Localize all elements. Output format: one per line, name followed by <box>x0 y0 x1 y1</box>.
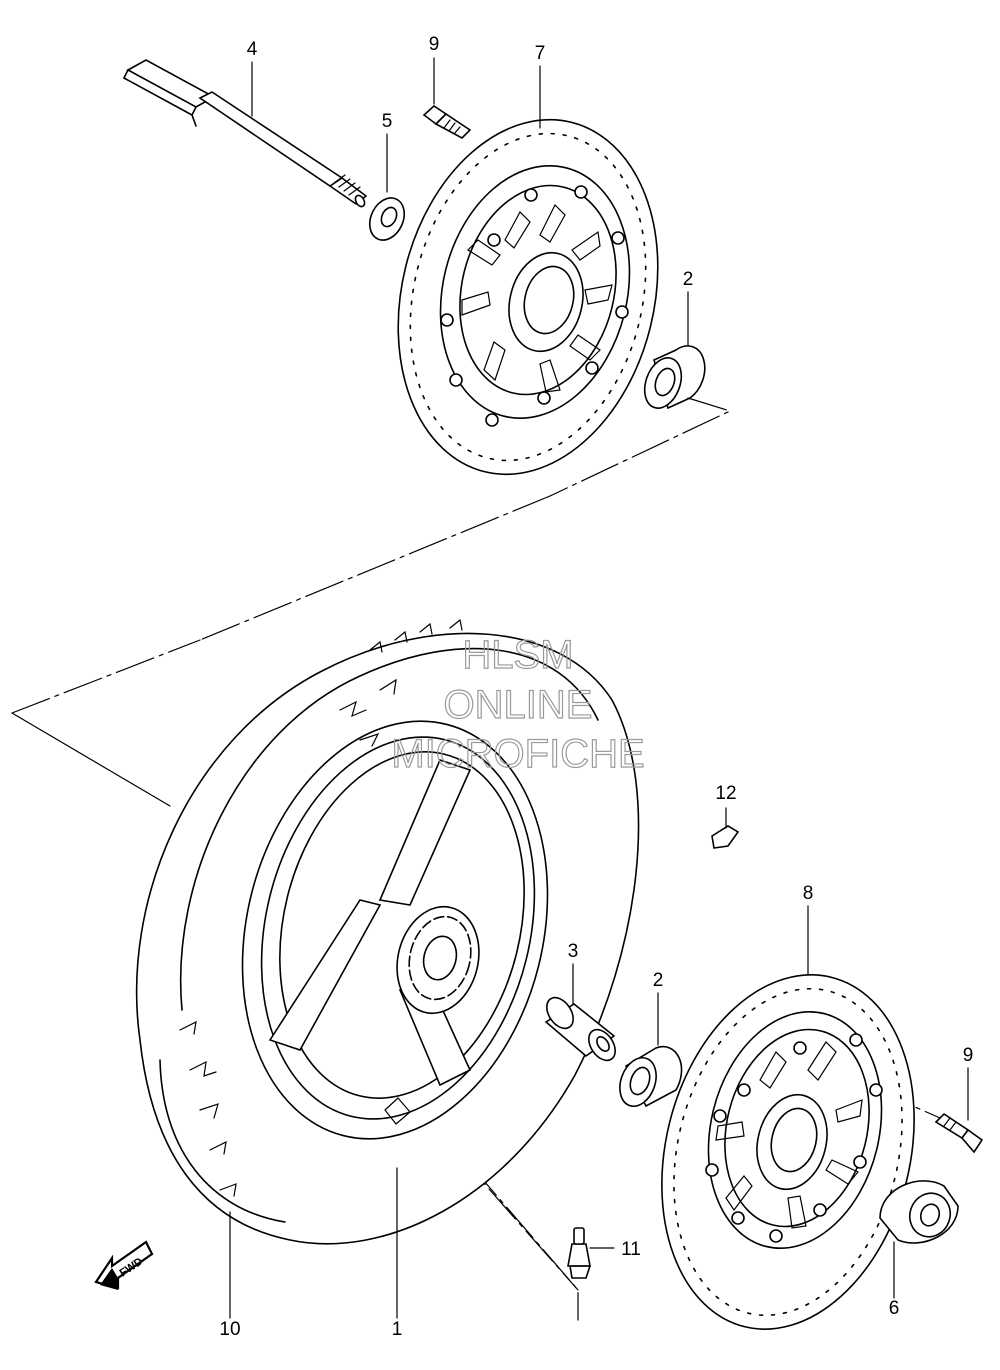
assembly-lines <box>11 397 941 1321</box>
watermark-line-3: MICROFICHE <box>391 732 644 776</box>
callout-5: 5 <box>382 111 393 132</box>
wheel-bearing-lower <box>619 1045 683 1108</box>
callout-11: 11 <box>621 1239 641 1260</box>
callout-numbers: 4 9 7 5 2 12 8 3 2 9 11 6 10 1 <box>219 34 973 1340</box>
watermark-line-2: ONLINE <box>444 683 593 727</box>
callout-7: 7 <box>535 43 546 64</box>
front-wheel-and-tire <box>135 618 640 1245</box>
wheel-collar <box>879 1180 959 1244</box>
callout-2-upper: 2 <box>683 269 694 290</box>
wheel-bearing-upper <box>643 345 706 410</box>
brake-disc-upper <box>397 118 659 476</box>
washer <box>368 197 406 241</box>
callout-12: 12 <box>715 783 736 804</box>
brake-disc-lower <box>661 974 915 1330</box>
callout-9-lower: 9 <box>963 1045 974 1066</box>
callout-6: 6 <box>889 1298 900 1319</box>
watermark: HLSM ONLINE MICROFICHE <box>391 632 646 776</box>
forward-arrow-icon: FWD <box>94 1240 154 1290</box>
tire-valve <box>567 1227 591 1279</box>
disc-bolt-upper <box>422 104 472 139</box>
callout-8: 8 <box>803 883 814 904</box>
callout-10: 10 <box>219 1319 240 1340</box>
callout-4: 4 <box>247 39 258 60</box>
watermark-line-1: HLSM <box>462 633 573 677</box>
callout-1: 1 <box>392 1319 403 1340</box>
callout-2-lower: 2 <box>653 970 664 991</box>
axle-spacer <box>544 996 616 1062</box>
leader-lines <box>229 57 969 1319</box>
tread-pattern <box>179 618 463 1197</box>
disc-bolt-lower <box>934 1112 984 1154</box>
front-axle <box>123 59 367 208</box>
callout-3: 3 <box>568 941 579 962</box>
balance-weight <box>711 825 740 849</box>
callout-9-upper: 9 <box>429 34 440 55</box>
disc-bolt-holes-upper <box>440 185 629 427</box>
disc-bolt-holes-lower <box>705 1033 883 1243</box>
